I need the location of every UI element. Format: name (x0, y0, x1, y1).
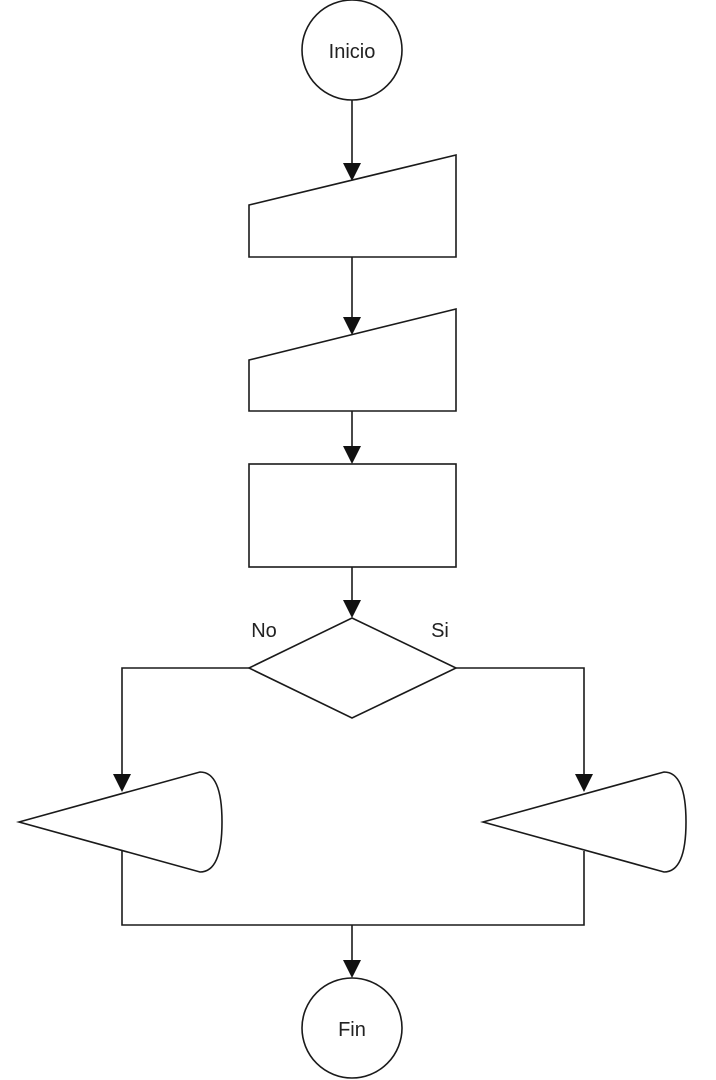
connector-line (121, 851, 585, 926)
process-box (248, 463, 457, 568)
connector-input-2-to-process (343, 411, 361, 464)
connector-line (121, 667, 249, 775)
connector-line (456, 667, 585, 775)
connector-process-to-decision (343, 567, 361, 618)
arrow-down-icon (343, 960, 361, 978)
end-node: Fin (301, 977, 403, 1079)
connector-decision-no-branch (113, 667, 249, 792)
start-node: Inicio (301, 0, 403, 101)
end-circle (301, 977, 403, 1079)
display-shape-left (15, 771, 223, 873)
arrow-down-icon (343, 446, 361, 464)
arrow-down-icon (575, 774, 593, 792)
connector-merge (121, 851, 585, 978)
arrow-down-icon (343, 163, 361, 181)
end-label: Fin (338, 1019, 366, 1041)
connector-input-1-to-input-2 (343, 257, 361, 335)
display-shape-right (479, 771, 687, 873)
start-label: Inicio (329, 41, 376, 63)
manual-input-1 (248, 153, 457, 258)
decision-yes-label: Si (431, 620, 449, 642)
connector-start-to-input-1 (343, 100, 361, 181)
manual-input-2 (248, 307, 457, 412)
decision-diamond (247, 617, 458, 719)
arrow-down-icon (113, 774, 131, 792)
connector-decision-yes-branch (456, 667, 593, 792)
decision-no-label: No (251, 620, 277, 642)
arrow-down-icon (343, 317, 361, 335)
arrow-down-icon (343, 600, 361, 618)
